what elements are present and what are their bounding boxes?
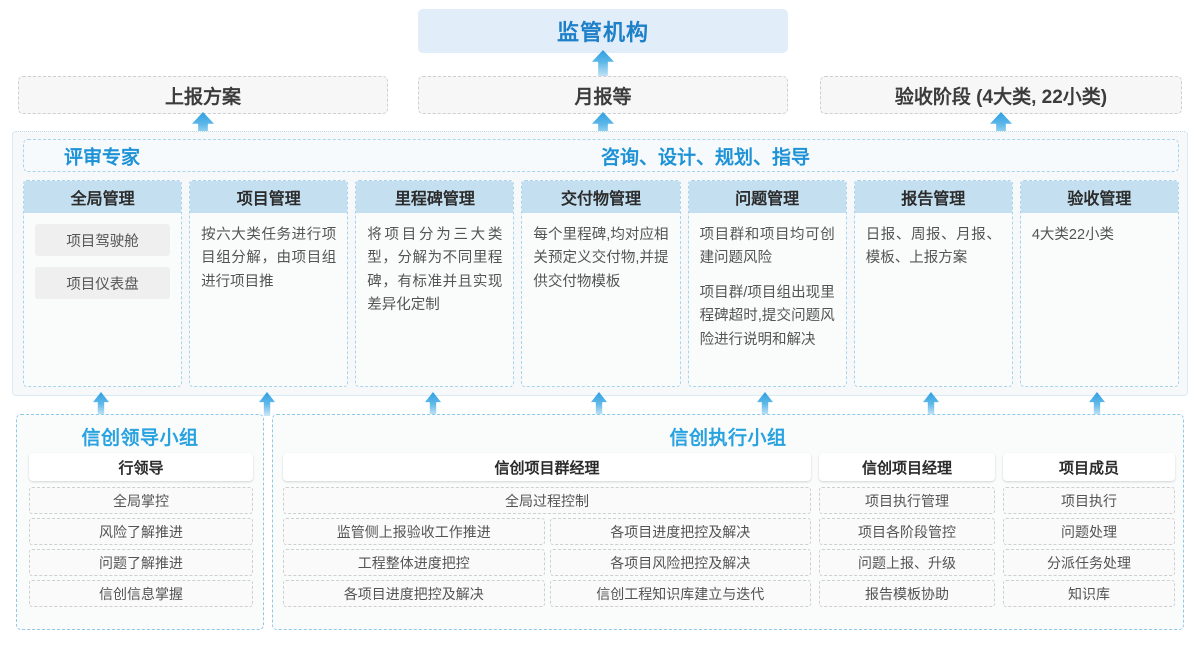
management-columns: 全局管理 项目驾驶舱 项目仪表盘 项目管理 按六大类任务进行项目组分解，由项目组… (23, 180, 1179, 387)
role-card-project-manager[interactable]: 信创项目经理 项目执行管理 项目各阶段管控 问题上报、升级 报告模板协助 (819, 453, 995, 611)
task-item[interactable]: 各项目风险把控及解决 (549, 549, 811, 576)
task-row: 监管侧上报验收工作推进 各项目进度把控及解决 (283, 518, 811, 549)
document-node-monthly-report: 月报等 (418, 76, 788, 114)
column-title: 里程碑管理 (356, 181, 514, 213)
task-item[interactable]: 信创工程知识库建立与迭代 (549, 580, 811, 607)
column-title: 交付物管理 (522, 181, 680, 213)
column-body: 将项目分为三大类型，分解为不同里程碑，有标准并且实现差异化定制 (356, 213, 513, 386)
label-review-experts: 评审专家 (64, 147, 141, 168)
task-item[interactable]: 全局过程控制 (283, 487, 811, 514)
middle-band: 评审专家 咨询、设计、规划、指导 全局管理 项目驾驶舱 项目仪表盘 项目管理 按… (12, 131, 1188, 396)
role-title: 行领导 (29, 453, 253, 481)
column-paragraph: 日报、周报、月报、模板、上报方案 (865, 227, 1001, 267)
column-acceptance-management[interactable]: 验收管理 4大类22小类 (1019, 180, 1179, 387)
role-title: 项目成员 (1003, 453, 1175, 481)
task-row: 工程整体进度把控 各项目风险把控及解决 (283, 549, 811, 580)
task-item[interactable]: 知识库 (1003, 580, 1175, 607)
column-body: 每个里程碑,均对应相关预定义交付物,并提供交付物模板 (522, 213, 679, 386)
arrow-up-icon-monthly-to-regulator (592, 50, 614, 76)
column-project-management[interactable]: 项目管理 按六大类任务进行项目组分解，由项目组进行项目推 (189, 180, 349, 387)
column-deliverable-management[interactable]: 交付物管理 每个里程碑,均对应相关预定义交付物,并提供交付物模板 (521, 180, 681, 387)
column-milestone-management[interactable]: 里程碑管理 将项目分为三大类型，分解为不同里程碑，有标准并且实现差异化定制 (355, 180, 515, 387)
middle-band-header: 评审专家 咨询、设计、规划、指导 (23, 139, 1179, 172)
column-body: 按六大类任务进行项目组分解，由项目组进行项目推 (190, 213, 347, 386)
task-item[interactable]: 信创信息掌握 (29, 580, 253, 607)
task-row: 各项目进度把控及解决 信创工程知识库建立与迭代 (283, 580, 811, 611)
column-issue-management[interactable]: 问题管理 项目群和项目均可创建问题风险 项目群/项目组出现里程碑超时,提交问题风… (687, 180, 847, 387)
role-title: 信创项目经理 (819, 453, 995, 481)
task-item[interactable]: 工程整体进度把控 (283, 549, 545, 576)
task-item[interactable]: 报告模板协助 (819, 580, 995, 607)
leadership-group-title: 信创领导小组 (81, 428, 199, 449)
column-paragraph: 项目群/项目组出现里程碑超时,提交问题风险进行说明和解决 (699, 284, 835, 348)
column-title: 全局管理 (24, 181, 182, 213)
document-node-report-plan: 上报方案 (18, 76, 388, 114)
leadership-group: 信创领导小组 行领导 全局掌控 风险了解推进 问题了解推进 信创信息掌握 (16, 414, 264, 630)
regulator-node: 监管机构 (418, 9, 788, 53)
pill-item[interactable]: 项目驾驶舱 (35, 224, 171, 256)
role-card-project-member[interactable]: 项目成员 项目执行 问题处理 分派任务处理 知识库 (1003, 453, 1175, 611)
task-item[interactable]: 全局掌控 (29, 487, 253, 514)
column-report-management[interactable]: 报告管理 日报、周报、月报、模板、上报方案 (853, 180, 1013, 387)
task-item[interactable]: 项目各阶段管控 (819, 518, 995, 545)
role-card-bank-leader[interactable]: 行领导 全局掌控 风险了解推进 问题了解推进 信创信息掌握 (29, 453, 253, 611)
execution-group-title: 信创执行小组 (669, 428, 787, 449)
column-global-management[interactable]: 全局管理 项目驾驶舱 项目仪表盘 (23, 180, 183, 387)
task-item[interactable]: 问题上报、升级 (819, 549, 995, 576)
document-node-acceptance-stage: 验收阶段 (4大类, 22小类) (820, 76, 1182, 114)
role-title: 信创项目群经理 (283, 453, 811, 481)
task-item[interactable]: 监管侧上报验收工作推进 (283, 518, 545, 545)
column-paragraph: 按六大类任务进行项目组分解，由项目组进行项目推 (201, 227, 337, 290)
task-item[interactable]: 项目执行 (1003, 487, 1175, 514)
task-item[interactable]: 风险了解推进 (29, 518, 253, 545)
column-paragraph: 每个里程碑,均对应相关预定义交付物,并提供交付物模板 (533, 227, 669, 290)
execution-group: 信创执行小组 信创项目群经理 全局过程控制 监管侧上报验收工作推进 各项目进度把… (272, 414, 1184, 630)
column-paragraph: 4大类22小类 (1031, 227, 1115, 243)
column-body: 项目群和项目均可创建问题风险 项目群/项目组出现里程碑超时,提交问题风险进行说明… (689, 213, 846, 386)
column-title: 报告管理 (854, 181, 1012, 213)
task-item[interactable]: 项目执行管理 (819, 487, 995, 514)
column-title: 项目管理 (190, 181, 348, 213)
column-body: 项目驾驶舱 项目仪表盘 (24, 213, 181, 386)
pill-item[interactable]: 项目仪表盘 (35, 267, 171, 299)
column-body: 日报、周报、月报、模板、上报方案 (855, 213, 1012, 386)
column-paragraph: 项目群和项目均可创建问题风险 (699, 227, 835, 267)
task-item[interactable]: 分派任务处理 (1003, 549, 1175, 576)
column-paragraph: 将项目分为三大类型，分解为不同里程碑，有标准并且实现差异化定制 (367, 227, 503, 314)
task-item[interactable]: 各项目进度把控及解决 (549, 518, 811, 545)
task-item[interactable]: 各项目进度把控及解决 (283, 580, 545, 607)
column-title: 验收管理 (1020, 181, 1178, 213)
column-body: 4大类22小类 (1021, 213, 1178, 386)
task-item[interactable]: 问题了解推进 (29, 549, 253, 576)
column-title: 问题管理 (688, 181, 846, 213)
role-card-program-manager[interactable]: 信创项目群经理 全局过程控制 监管侧上报验收工作推进 各项目进度把控及解决 工程… (283, 453, 811, 611)
task-item[interactable]: 问题处理 (1003, 518, 1175, 545)
label-consulting-design-planning-guidance: 咨询、设计、规划、指导 (601, 147, 811, 168)
